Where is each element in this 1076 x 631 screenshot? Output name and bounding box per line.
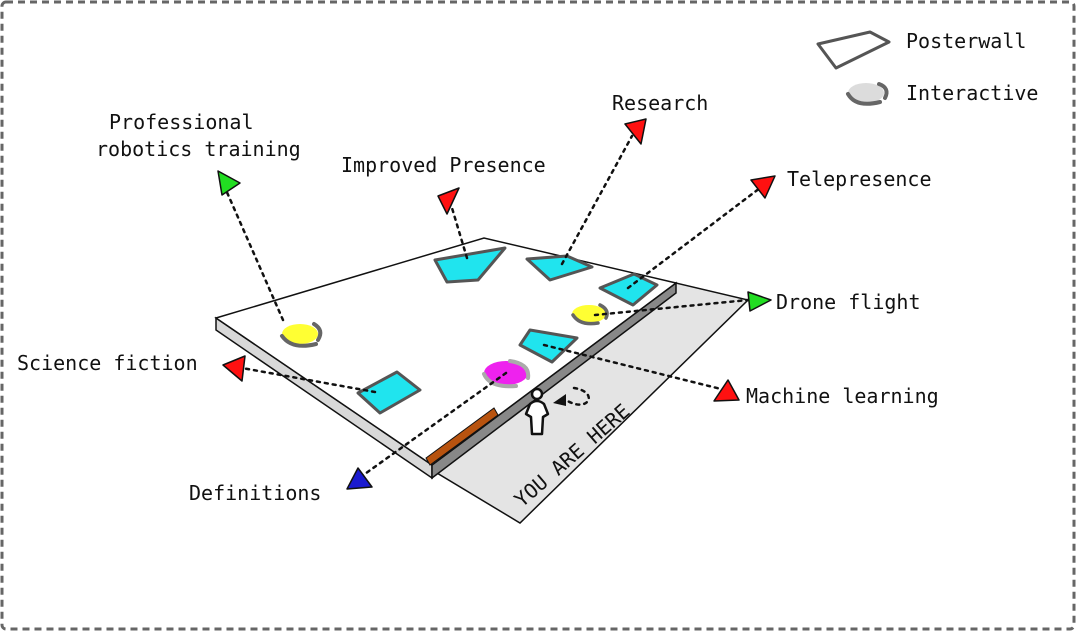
label-science-fiction: Science fiction [17, 351, 198, 375]
marker-improved-presence-icon [437, 187, 460, 215]
label-research: Research [612, 91, 708, 115]
legend-interactive-icon [846, 82, 889, 106]
legend-posterwall-label: Posterwall [906, 29, 1026, 53]
posterwall-machine-learning [518, 328, 579, 364]
marker-machine-learning-icon [713, 379, 740, 402]
marker-definitions-icon [346, 467, 373, 490]
leader-drone-flight [593, 298, 750, 317]
label-drone-flight: Drone flight [776, 290, 921, 314]
leader-definitions [360, 371, 508, 478]
label-definitions: Definitions [189, 481, 321, 505]
you-are-here-arrow [564, 386, 590, 406]
label-telepresence: Telepresence [787, 167, 932, 191]
legend: Posterwall Interactive [816, 29, 1038, 106]
marker-telepresence-icon [750, 175, 776, 199]
posterwall-improved-presence [433, 246, 507, 284]
you-are-here-arrowhead [553, 394, 566, 406]
leader-improved-presence [450, 206, 469, 260]
interactive-professional-robotics [280, 322, 323, 348]
visitor-person-icon [524, 387, 550, 436]
label-improved-presence: Improved Presence [341, 153, 546, 177]
legend-interactive-label: Interactive [906, 81, 1038, 105]
interactive-drone-flight [571, 303, 609, 326]
label-professional-robotics-1: Professional [109, 110, 254, 134]
marker-research-icon [624, 118, 647, 145]
legend-posterwall-icon [816, 30, 891, 70]
posterwall-research [525, 254, 594, 282]
posterwall-telepresence [598, 272, 659, 307]
label-professional-robotics-2: robotics training [96, 137, 301, 161]
leader-research [560, 134, 634, 266]
leader-professional-robotics [224, 188, 285, 322]
leader-science-fiction [240, 366, 377, 394]
marker-professional-robotics-icon [217, 170, 241, 196]
bench [425, 407, 499, 466]
platform-top [214, 237, 678, 466]
leader-machine-learning [542, 343, 727, 392]
marker-science-fiction-icon [222, 355, 246, 382]
leader-telepresence [626, 186, 762, 290]
posterwall-science-fiction [356, 370, 422, 415]
marker-drone-flight-icon [747, 291, 772, 312]
label-machine-learning: Machine learning [746, 384, 939, 408]
